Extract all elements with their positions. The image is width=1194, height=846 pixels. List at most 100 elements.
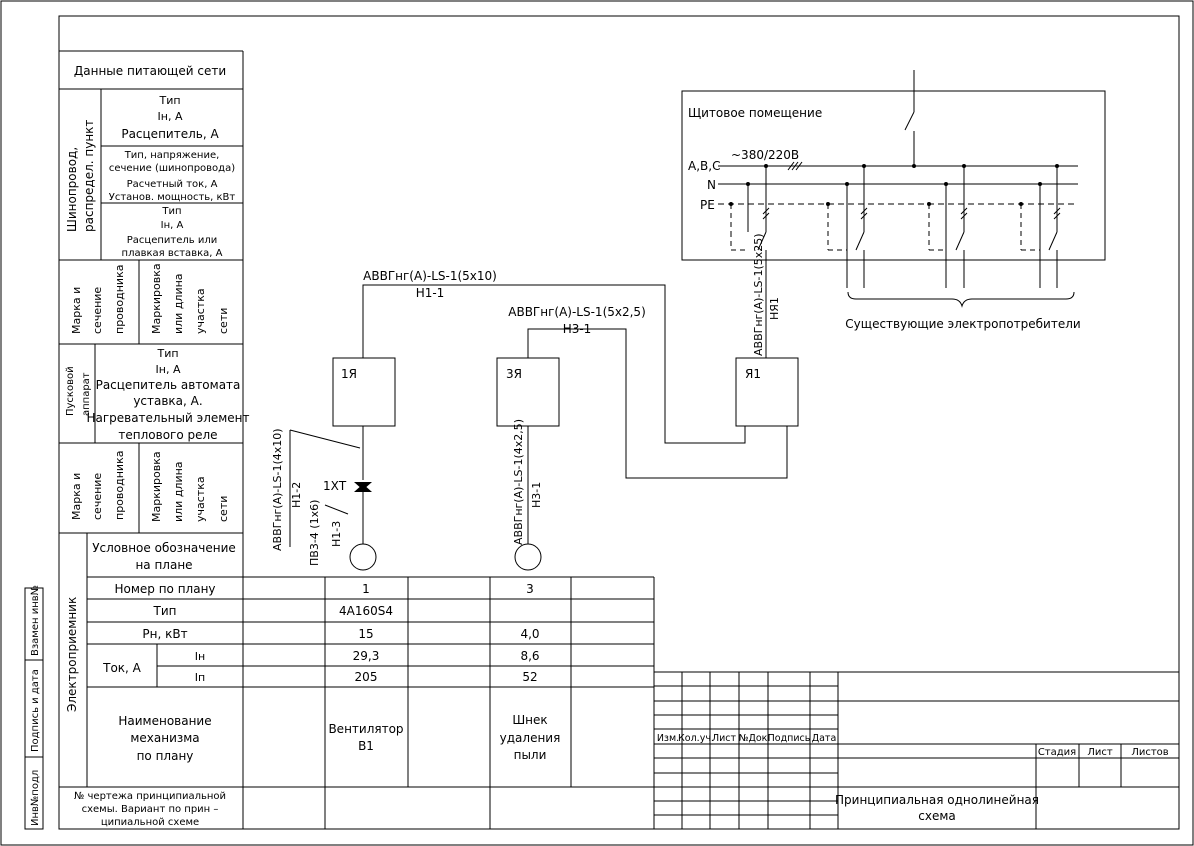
busbar-group-line1: Шинопровод, [65,147,79,232]
busbar-protect-l3: Расцепитель или [127,235,217,246]
starter-l3: Расцепитель автомата [96,378,241,392]
cable-1-label: АВВГнг(А)-LS-1(5х10) [363,269,497,283]
type-label: Тип [153,604,177,618]
cable-1ya-ya1 [362,284,746,444]
terminal-1xt-bottom [354,484,372,492]
marking1-l4: сети [217,308,230,334]
busbar-type-l2: Iн, А [158,110,183,123]
existing-consumers-label: Существующие электропотребители [845,317,1080,331]
side-stamp-sign-date: Подпись и дата [30,669,41,752]
tb-header-podpis: Подпись [768,733,811,744]
existing-consumers-brace [847,291,1075,308]
mechanism-name-l2: механизма [130,731,199,745]
starter-l5: Нагревательный элемент [86,411,249,425]
consumer3-power: 4,0 [520,627,539,641]
box-1ya [332,357,396,427]
incoming-switch-blade [904,111,915,131]
sheet-frame [58,15,1180,830]
starter-l6: теплового реле [118,428,217,442]
busbar-type-l1: Тип [158,94,180,107]
box-ya1 [735,357,799,427]
busbar-type-l3: Расцепитель, А [121,127,219,141]
busbar-protect-l2: Iн, А [161,220,184,231]
drawing-title-l2: схема [918,809,956,823]
cable-1-mark: Н1-1 [416,286,445,300]
supply-data-label: Данные питающей сети [74,64,226,78]
box-3ya-label: 3Я [506,367,522,381]
ip-label: Iп [195,671,205,684]
marking1-l1: Маркировка [150,263,163,334]
busbar-protect-l4: плавкая вставка, А [122,248,223,259]
feeder-main-mark: НЯ1 [768,297,781,320]
conductor2-l2: сечение [91,473,104,520]
motor3-symbol [514,543,542,571]
power-label: Рн, кВт [142,627,187,641]
bus-pe-label: PE [700,198,715,212]
cable-3ya-ya1 [527,328,788,479]
conductor2-l3: проводника [113,451,126,520]
plan-symbol-l2: на плане [135,558,192,572]
consumer1-name-l1: Вентилятор [328,722,403,736]
motor1-symbol [349,543,377,571]
in-label: Iн [195,650,205,663]
busbar-params-l4: Установ. мощность, кВт [109,192,236,203]
mechanism-name-l3: по плану [137,749,194,763]
drawing-number-l2: схемы. Вариант по прин – [82,804,219,815]
motor1-cable-mark: Н1-2 [290,482,303,508]
starter-l2: Iн, А [156,363,181,376]
motor3-cable-mark: Н3-1 [530,482,543,508]
tb-header-izm: Изм. [657,733,679,744]
busbar-params-l1: Тип, напряжение, [124,150,220,161]
distribution-network: Я1 1Я 3Я АВВГнг(А)-LS-1(5х10) Н1-1 АВВГн… [271,269,799,571]
marking1-l3: участка [194,288,207,334]
bus-abc-label: А,В,С [688,159,720,173]
consumer1-plan-no: 1 [362,582,370,596]
busbar-params-l2: сечение (шинопровода) [109,163,235,174]
consumer1-in: 29,3 [353,649,380,663]
starter-group-l1: Пусковой [65,366,76,416]
starter-l1: Тип [156,347,178,360]
consumer3-in: 8,6 [520,649,539,663]
current-label: Ток, А [102,661,142,675]
cable-3-label: АВВГнг(А)-LS-1(5х2,5) [508,305,646,319]
voltage-label: ~380/220В [731,148,799,162]
motor1-cable-label: АВВГнг(А)-LS-1(4х10) [271,428,284,551]
conductor2-l1: Марка и [70,473,83,520]
tb-header-list: Лист [712,733,737,744]
drawing-title-l1: Принципиальная однолинейная [835,793,1039,807]
plan-symbol-l1: Условное обозначение [92,541,236,555]
tb-sheet-label: Лист [1087,747,1113,758]
title-block: Изм. Кол.уч. Лист №Док Подпись Дата Стад… [654,671,1179,829]
receiver-group-label: Электроприемник [65,597,79,712]
starter-l4: уставка, А. [133,394,202,408]
marking1-l2: или длина [172,273,185,334]
marking2-l4: сети [217,496,230,522]
marking2-l3: участка [194,476,207,522]
conductor1-l2: сечение [91,287,104,334]
consumer1-power: 15 [358,627,373,641]
consumer-table: Номер по плану Тип Рн, кВт Ток, А Iн Iп … [59,576,655,829]
left-table: Данные питающей сети Шинопровод, распред… [59,50,250,787]
consumer3-name-l3: пыли [514,748,547,762]
consumer3-ip: 52 [522,670,537,684]
conductor1-l3: проводника [113,265,126,334]
leader-motor1-wire [324,504,349,515]
motor1-wire-label: ПВ3-4 (1х6) [308,500,321,566]
feeder-ya1 [729,164,770,358]
cable-3-mark: Н3-1 [563,322,592,336]
switchboard-room: Щитовое помещение А,В,С N PE ~380/220В [681,70,1106,358]
tb-sheets-label: Листов [1131,747,1168,758]
switchboard-room-frame [681,90,1106,261]
marking2-l2: или длина [172,461,185,522]
drawing-number-l3: ципиальной схеме [101,817,199,828]
motor3-cable-label: АВВГнг(А)-LS-1(4х2,5) [512,419,525,545]
motor1-wire-mark: Н1-3 [330,521,343,547]
tb-stage-label: Стадия [1038,747,1076,758]
bus-n-label: N [707,178,716,192]
feeder-existing-1 [826,164,868,288]
conductor1-l1: Марка и [70,287,83,334]
consumer1-name-l2: В1 [358,739,374,753]
feeder-main-cable: АВВГнг(А)-LS-1(5х25) [752,233,765,356]
